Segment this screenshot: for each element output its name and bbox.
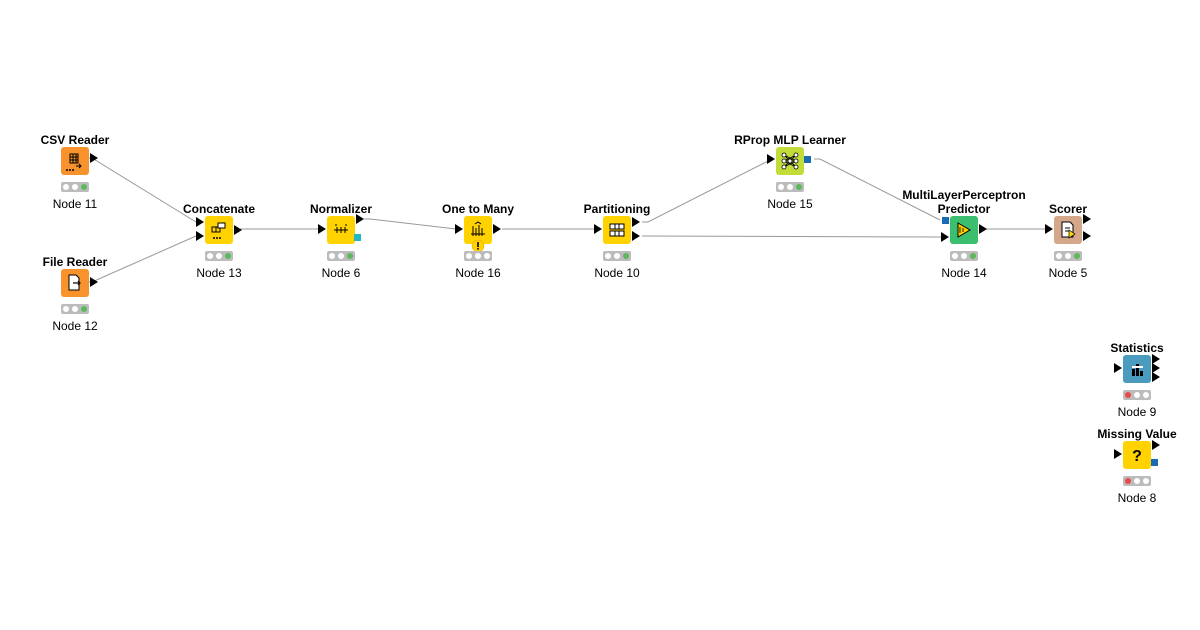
connection-partitioning-rprop[interactable]	[642, 158, 773, 223]
output-port[interactable]	[90, 277, 98, 287]
node-label[interactable]: Node 6	[321, 266, 361, 280]
output-port[interactable]	[90, 153, 98, 163]
output-port[interactable]	[1083, 214, 1091, 224]
node-rprop-mlp-learner[interactable]: RProp MLP Learner Node 15	[710, 133, 870, 257]
node-title: Missing Value	[1097, 427, 1177, 441]
node-label[interactable]: Node 12	[52, 319, 98, 333]
status-lights	[205, 251, 233, 261]
node-mlp-predictor[interactable]: MultiLayerPerceptron Predictor Node 14	[884, 188, 1044, 326]
node-label[interactable]: Node 10	[594, 266, 640, 280]
output-port[interactable]	[632, 217, 640, 227]
reader-icon[interactable]	[61, 147, 89, 175]
input-port[interactable]	[196, 231, 204, 241]
scorer-icon[interactable]	[1054, 216, 1082, 244]
node-missing-value[interactable]: Missing Value ? Node 8	[1057, 427, 1200, 551]
node-label[interactable]: Node 13	[196, 266, 242, 280]
concatenate-icon[interactable]	[205, 216, 233, 244]
connection-normalizer-onetomany[interactable]	[364, 218, 457, 230]
node-title: CSV Reader	[40, 133, 110, 147]
node-label[interactable]: Node 11	[52, 197, 98, 211]
model-output-port[interactable]	[354, 234, 361, 241]
status-lights	[327, 251, 355, 261]
model-input-port[interactable]	[942, 217, 949, 224]
warning-icon	[471, 239, 485, 253]
output-port[interactable]	[1152, 440, 1160, 450]
node-title: File Reader	[42, 255, 108, 269]
input-port[interactable]	[941, 232, 949, 242]
node-title: MultiLayerPerceptron Predictor	[884, 188, 1044, 216]
node-label[interactable]: Node 16	[455, 266, 501, 280]
input-port[interactable]	[1045, 224, 1053, 234]
status-lights	[464, 251, 492, 261]
node-one-to-many[interactable]: One to Many Node 16	[398, 202, 558, 326]
partition-icon[interactable]	[603, 216, 631, 244]
output-port[interactable]	[979, 224, 987, 234]
output-port[interactable]	[234, 225, 242, 235]
status-lights	[1054, 251, 1082, 261]
status-lights	[61, 182, 89, 192]
statistics-icon[interactable]	[1123, 355, 1151, 383]
model-output-port[interactable]	[1151, 459, 1158, 466]
status-lights	[950, 251, 978, 261]
node-label[interactable]: Node 9	[1117, 405, 1157, 419]
node-title: Scorer	[1048, 202, 1088, 216]
svg-text:?: ?	[1132, 448, 1142, 465]
node-label[interactable]: Node 15	[767, 197, 813, 211]
node-normalizer[interactable]: Normalizer Node 6	[261, 202, 421, 326]
node-title: Partitioning	[583, 202, 651, 216]
output-port[interactable]	[1083, 231, 1091, 241]
output-port[interactable]	[356, 214, 364, 224]
node-title: Statistics	[1110, 341, 1164, 355]
node-partitioning[interactable]: Partitioning Node 10	[537, 202, 697, 326]
connection-rprop-predictor[interactable]	[814, 158, 941, 221]
predictor-icon[interactable]	[950, 216, 978, 244]
input-port[interactable]	[767, 154, 775, 164]
node-title-line: Predictor	[937, 202, 991, 216]
output-port[interactable]	[493, 224, 501, 234]
model-output-port[interactable]	[804, 156, 811, 163]
status-lights	[1123, 390, 1151, 400]
node-title: One to Many	[441, 202, 514, 216]
connection-partitioning-predictor[interactable]	[641, 235, 943, 238]
node-label[interactable]: Node 8	[1117, 491, 1157, 505]
node-label[interactable]: Node 14	[941, 266, 987, 280]
input-port[interactable]	[196, 217, 204, 227]
output-port[interactable]	[1152, 354, 1160, 364]
file-icon[interactable]	[61, 269, 89, 297]
status-lights	[1123, 476, 1151, 486]
node-title: RProp MLP Learner	[734, 133, 846, 147]
input-port[interactable]	[455, 224, 463, 234]
node-title: Concatenate	[182, 202, 256, 216]
output-port[interactable]	[632, 231, 640, 241]
output-port[interactable]	[1152, 372, 1160, 382]
one-to-many-icon[interactable]	[464, 216, 492, 244]
node-title-line: MultiLayerPerceptron	[902, 188, 1026, 202]
normalizer-icon[interactable]	[327, 216, 355, 244]
node-csv-reader[interactable]: CSV Reader Node 11	[0, 133, 155, 257]
input-port[interactable]	[1114, 449, 1122, 459]
node-label[interactable]: Node 5	[1048, 266, 1088, 280]
output-port[interactable]	[1152, 363, 1160, 373]
input-port[interactable]	[318, 224, 326, 234]
status-lights	[603, 251, 631, 261]
node-statistics[interactable]: Statistics Node 9	[1057, 341, 1200, 465]
node-scorer[interactable]: Scorer Node 5	[988, 202, 1148, 326]
node-file-reader[interactable]: File Reader Node 12	[0, 255, 155, 379]
input-port[interactable]	[594, 224, 602, 234]
input-port[interactable]	[1114, 363, 1122, 373]
status-lights	[776, 182, 804, 192]
node-title: Normalizer	[309, 202, 373, 216]
neural-network-icon[interactable]	[776, 147, 804, 175]
status-lights	[61, 304, 89, 314]
question-mark-icon[interactable]: ?	[1123, 441, 1151, 469]
node-concatenate[interactable]: Concatenate Node 13	[139, 202, 299, 326]
